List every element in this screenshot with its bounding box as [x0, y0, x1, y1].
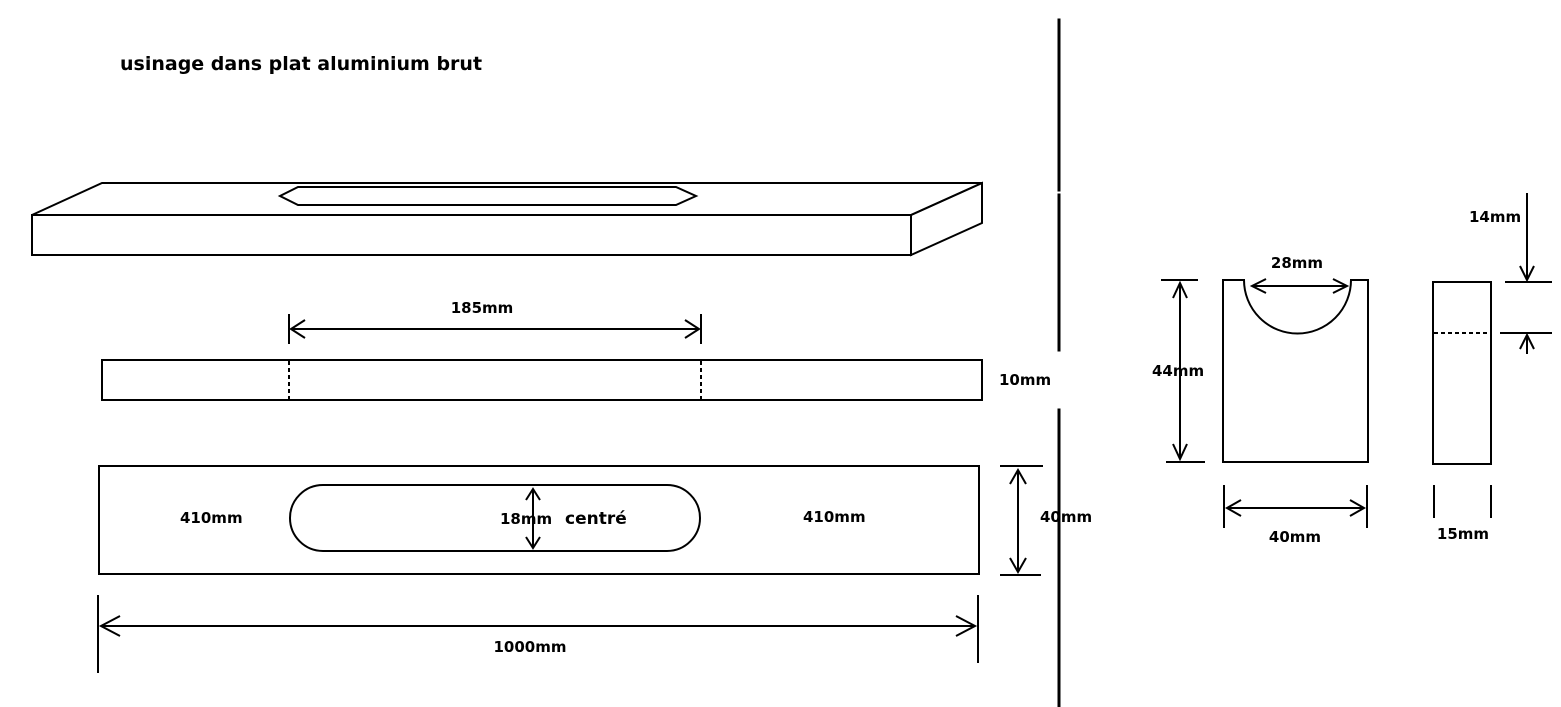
arrow-down-icon	[1009, 557, 1027, 575]
arrow-left-icon	[1224, 499, 1242, 517]
arrow-right-icon	[684, 319, 701, 339]
dim-block-thickness: 15mm	[1437, 525, 1489, 543]
arrow-up-icon	[525, 487, 541, 501]
bar-side-face	[910, 181, 983, 257]
dim-notch-depth: 14mm	[1469, 208, 1521, 226]
bar-front-face	[31, 214, 912, 256]
arrow-right-icon	[1349, 499, 1367, 517]
dim-right-offset: 410mm	[803, 508, 866, 526]
arrow-right-icon	[1332, 278, 1350, 294]
arrow-down-icon	[525, 536, 541, 550]
dim-slot-width: 18mm	[500, 510, 552, 528]
slot-centered-note: centré	[565, 509, 627, 529]
arrow-left-icon	[1249, 278, 1267, 294]
bar-side-rect	[101, 359, 983, 401]
bar-top-rect	[98, 465, 980, 575]
dim-thickness: 10mm	[999, 371, 1051, 389]
bar-top-view: 18mm centré 410mm 410mm 40mm 1000mm	[97, 465, 1092, 673]
arrow-up-icon	[1172, 280, 1188, 299]
block-side-rect	[1432, 281, 1492, 465]
arrow-down-icon	[1519, 265, 1535, 283]
arrow-right-icon	[955, 615, 978, 637]
bar-side-view: 185mm 10mm	[101, 299, 1051, 401]
arrow-down-icon	[1172, 443, 1188, 462]
dim-left-offset: 410mm	[180, 509, 243, 527]
dim-width: 40mm	[1040, 508, 1092, 526]
arrow-left-icon	[289, 319, 306, 339]
dim-length: 1000mm	[493, 638, 566, 656]
dim-block-width: 40mm	[1269, 528, 1321, 546]
block-side-view: 14mm 15mm	[1432, 193, 1552, 543]
dim-height: 44mm	[1152, 362, 1204, 380]
dim-notch: 28mm	[1271, 254, 1323, 272]
drawing-title: usinage dans plat aluminium brut	[120, 53, 482, 75]
bar-slot-isometric	[277, 186, 699, 206]
arrow-left-icon	[98, 615, 121, 637]
arrow-up-icon	[1009, 467, 1027, 485]
block-front-outline	[1222, 279, 1369, 463]
bar-slot	[289, 484, 701, 552]
arrow-up-icon	[1519, 332, 1535, 350]
block-front-view: 28mm 44mm 40mm	[1152, 254, 1369, 546]
dim-slot-length: 185mm	[451, 299, 514, 317]
bar-isometric-view	[31, 181, 983, 257]
